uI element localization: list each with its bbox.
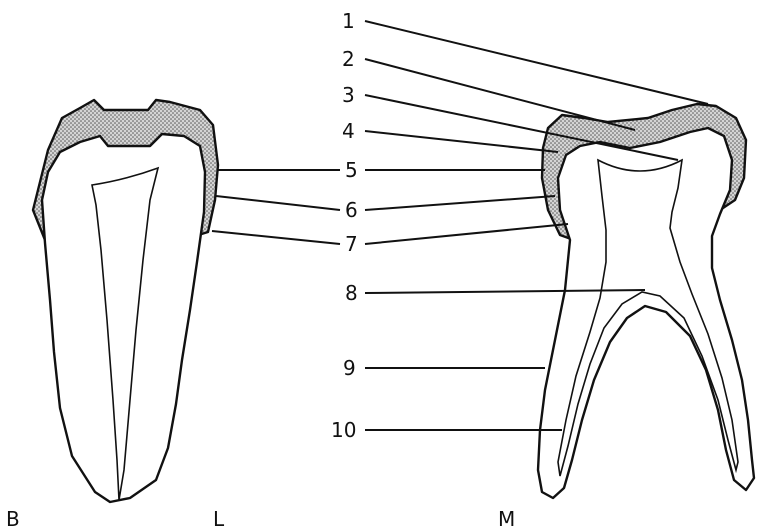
label-7: 7 [345,232,358,256]
leader-line-7b [365,224,568,244]
side-label-b: B [6,507,20,530]
number-labels: 1 2 3 4 5 6 7 8 9 10 [331,9,358,442]
label-6: 6 [345,198,358,222]
leader-line-4 [365,131,558,152]
leader-line-6a [216,196,340,210]
leader-line-7a [212,231,340,244]
label-8: 8 [345,281,358,305]
label-10: 10 [331,418,356,442]
label-5: 5 [345,158,358,182]
label-1: 1 [342,9,355,33]
left-tooth [33,100,218,502]
side-label-l: L [213,507,225,530]
side-label-m: M [498,507,515,530]
label-3: 3 [342,83,355,107]
label-4: 4 [342,119,355,143]
leader-line-2 [365,59,635,130]
label-9: 9 [343,356,356,380]
leader-line-1 [365,21,708,104]
leader-line-6b [365,196,555,210]
label-2: 2 [342,47,355,71]
right-tooth [538,104,754,498]
side-labels: B L M [6,507,515,530]
